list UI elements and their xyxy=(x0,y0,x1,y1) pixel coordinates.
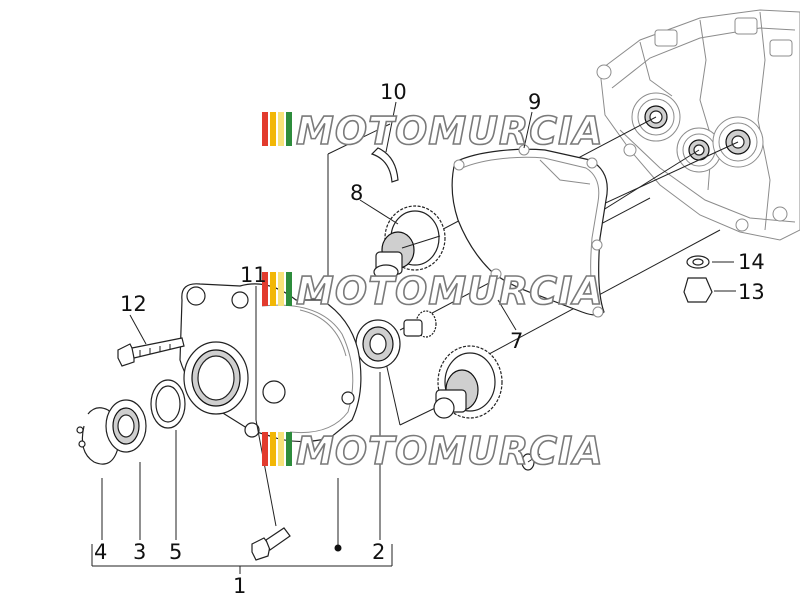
watermark-text: MOTOMURCIA xyxy=(296,269,604,313)
watermark-text: MOTOMURCIA xyxy=(296,429,604,473)
watermark-stripe xyxy=(278,112,284,146)
watermark-stripe xyxy=(262,112,268,146)
transmission-cover xyxy=(179,283,362,443)
pinion-gear xyxy=(403,310,437,338)
watermark-stripe xyxy=(278,432,284,466)
callout-9: 9 xyxy=(528,90,541,114)
watermark-stripe xyxy=(270,432,276,466)
watermark-stripe xyxy=(270,272,276,306)
watermark-stripe xyxy=(286,112,292,146)
watermark-stripe xyxy=(270,112,276,146)
intermediate-gear xyxy=(373,205,446,280)
callout-11: 11 xyxy=(240,263,267,287)
seal-ring xyxy=(370,147,399,183)
gasket xyxy=(451,144,608,318)
callout-8: 8 xyxy=(350,181,363,205)
callout-14: 14 xyxy=(738,250,765,274)
watermark-3: MOTOMURCIA xyxy=(262,428,604,474)
callout-1: 1 xyxy=(233,574,246,598)
watermark-stripe xyxy=(286,272,292,306)
watermark-stripe xyxy=(278,272,284,306)
callout-13: 13 xyxy=(738,280,765,304)
callout-12: 12 xyxy=(120,292,147,316)
callouts: 10 9 8 11 12 7 14 13 4 3 5 2 1 xyxy=(94,80,765,598)
washer-14 xyxy=(686,255,710,269)
leader-dot xyxy=(334,544,342,552)
leader-lines xyxy=(91,101,736,574)
callout-5: 5 xyxy=(169,540,182,564)
callout-7: 7 xyxy=(510,329,523,353)
screw-13 xyxy=(683,277,713,303)
callout-3: 3 xyxy=(133,540,146,564)
watermark-2: MOTOMURCIA xyxy=(262,268,604,314)
engine-case xyxy=(596,9,800,241)
bearing xyxy=(355,319,401,369)
watermark-text: MOTOMURCIA xyxy=(296,109,604,153)
dowel-line xyxy=(527,453,541,463)
o-ring xyxy=(150,379,186,429)
watermark-1: MOTOMURCIA xyxy=(262,108,604,154)
watermark-stripe xyxy=(262,432,268,466)
screw-12 xyxy=(117,337,185,367)
output-gear xyxy=(433,345,503,419)
watermark-stripe xyxy=(262,272,268,306)
callout-10: 10 xyxy=(380,80,407,104)
callout-2: 2 xyxy=(372,540,385,564)
oil-seal xyxy=(105,399,147,453)
screw-11 xyxy=(251,527,291,561)
watermark-stripe xyxy=(286,432,292,466)
callout-4: 4 xyxy=(94,540,107,564)
